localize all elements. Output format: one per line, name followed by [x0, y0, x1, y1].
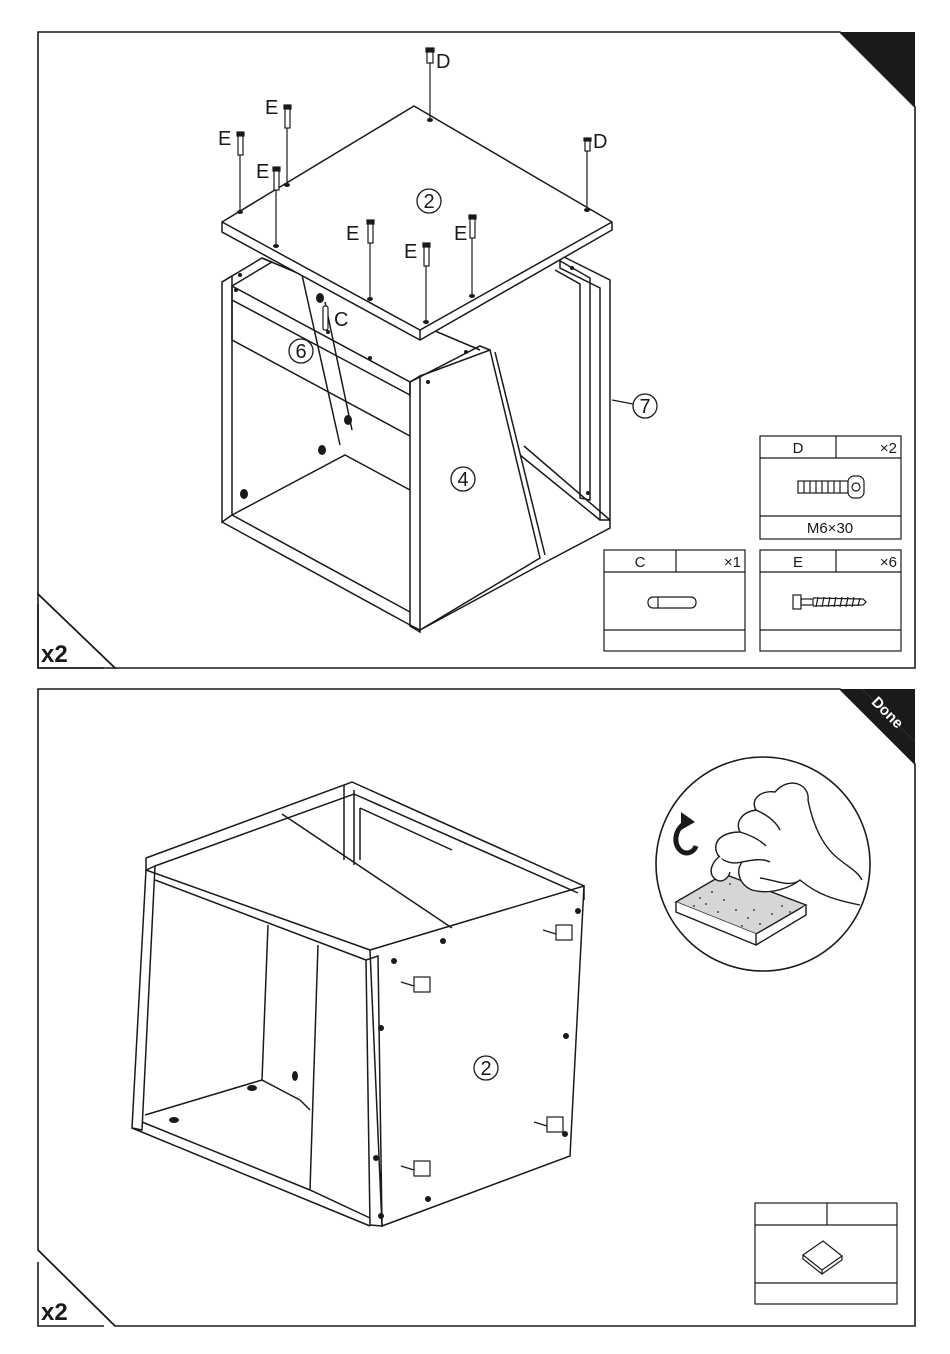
multiplier-label: x2 [41, 641, 68, 668]
bolt-icon [798, 476, 864, 498]
felt-pad-icon [401, 1161, 430, 1176]
fastener-label-e: E [218, 128, 231, 150]
fastener-label-e: E [454, 223, 467, 245]
part-number-top-panel: 2 [423, 191, 434, 213]
hardware-box-felt [755, 1203, 897, 1304]
left-side-panel [222, 276, 232, 522]
screw-icon [793, 595, 866, 609]
fastener-label-d: D [593, 131, 607, 153]
part-number-front-rail: 6 [295, 341, 306, 363]
fastener-label-e: E [265, 97, 278, 119]
right-side-panel [410, 376, 420, 632]
hardware-qty: ×2 [880, 440, 897, 457]
fastener-label-e: E [256, 161, 269, 183]
felt-pad-icon [803, 1241, 842, 1274]
screw-icon [284, 105, 291, 183]
step-panel-2: Done x2 [38, 689, 915, 1326]
felt-pad-icon [401, 977, 430, 992]
hardware-code: E [793, 554, 803, 571]
part-number-back-frame: 7 [639, 396, 650, 418]
corner-flag [840, 32, 915, 107]
hardware-code: C [635, 554, 646, 571]
dowel-icon [648, 597, 696, 608]
bolt-icon [584, 138, 591, 208]
back-frame-panel [560, 255, 610, 520]
hardware-qty: ×1 [724, 554, 741, 571]
fastener-label-d: D [436, 51, 450, 73]
part-number-top-panel: 2 [480, 1058, 491, 1080]
fastener-label-e: E [404, 241, 417, 263]
bottom-panel [232, 455, 410, 515]
hardware-code: D [793, 440, 804, 457]
part-number-side-panel: 4 [457, 469, 468, 491]
felt-pad-icon [534, 1117, 563, 1132]
fastener-label-c: C [334, 309, 348, 331]
hardware-qty: ×6 [880, 554, 897, 571]
assembled-cabinet [132, 782, 584, 1226]
top-panel [222, 106, 612, 340]
dowel-icon [323, 306, 328, 330]
fastener-label-e: E [346, 223, 359, 245]
felt-pad-icon [543, 925, 572, 940]
screw-icon [237, 132, 244, 210]
felt-pads [401, 925, 572, 1176]
step-panel-1: x2 [38, 32, 915, 668]
detail-circle [656, 757, 870, 971]
bolt-icon [426, 48, 434, 118]
face-panel [370, 886, 584, 1226]
hardware-size: M6×30 [807, 520, 853, 537]
multiplier-label: x2 [41, 1299, 68, 1326]
